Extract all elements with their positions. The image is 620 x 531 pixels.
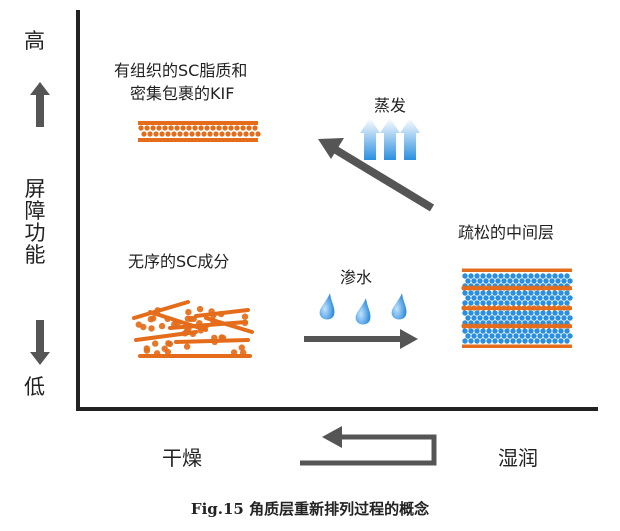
- loose-layer-label: 疏松的中间层: [458, 223, 555, 242]
- y-axis-title: 屏障功能: [24, 177, 46, 267]
- water-drop-1: [319, 293, 335, 320]
- disordered-sc-layer: [132, 300, 254, 358]
- x-axis-dry-label: 干燥: [162, 446, 202, 470]
- axes: [76, 10, 598, 411]
- return-arrow-head: [322, 426, 342, 448]
- organized-sc-layer: [138, 121, 261, 142]
- recovery-arrow-icon: [318, 138, 435, 212]
- water-drop-3: [391, 293, 407, 320]
- evaporation-arrow-3: [400, 118, 420, 160]
- down-arrow-icon: [30, 320, 50, 365]
- x-axis-wet-label: 湿润: [498, 446, 538, 470]
- infiltration-arrow-icon: [304, 329, 418, 349]
- return-arrow-icon: [300, 434, 437, 466]
- up-arrow-icon: [30, 82, 50, 127]
- y-axis-high-label: 高: [24, 29, 45, 53]
- water-drop-2: [355, 298, 371, 325]
- water-infiltration-label: 渗水: [340, 268, 373, 287]
- y-axis-low-label: 低: [24, 375, 45, 399]
- organized-sc-label-line2: 密集包裹的KIF: [130, 84, 235, 103]
- evaporation-arrow-1: [360, 118, 380, 160]
- evaporation-label: 蒸发: [374, 96, 407, 115]
- evaporation-arrows-icon: [360, 118, 420, 160]
- water-drops-icon: [319, 293, 407, 325]
- loose-intermediate-layer: [461, 268, 573, 348]
- disordered-sc-label: 无序的SC成分: [128, 252, 230, 271]
- organized-sc-label-line1: 有组织的SC脂质和: [114, 61, 248, 80]
- figure-caption: Fig.15 角质层重新排列过程的概念: [190, 500, 430, 518]
- evaporation-arrow-2: [380, 118, 400, 160]
